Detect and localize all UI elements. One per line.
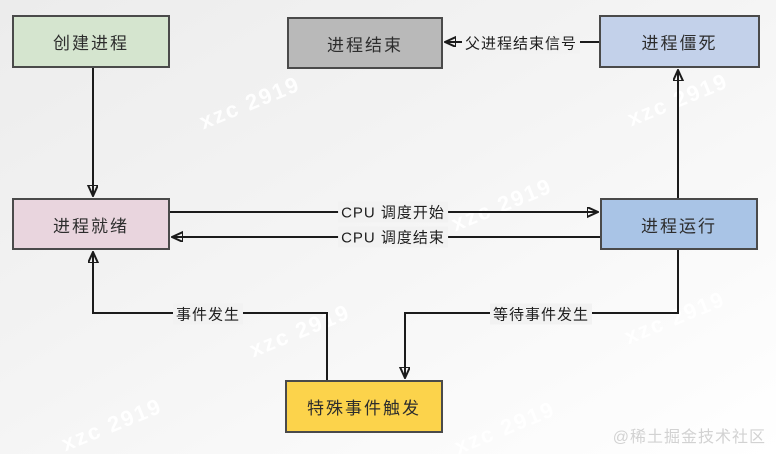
- node-special-event-trigger: 特殊事件触发: [285, 380, 443, 433]
- node-process-ready-label: 进程就绪: [53, 216, 129, 236]
- edge-label-wait-for-event: 等待事件发生: [489, 303, 593, 325]
- node-process-zombie-label: 进程僵死: [641, 34, 718, 53]
- edge-label-cpu-schedule-start: CPU 调度开始: [338, 201, 448, 223]
- node-special-event-trigger-label: 特殊事件触发: [307, 399, 421, 418]
- edge-label-event-occurs: 事件发生: [172, 303, 244, 325]
- edge-label-parent-end-signal: 父进程结束信号: [461, 32, 581, 54]
- node-process-running: 进程运行: [600, 198, 758, 250]
- edge-label-cpu-schedule-end: CPU 调度结束: [338, 226, 448, 248]
- node-process-end-label: 进程结束: [327, 35, 403, 55]
- community-credit: @稀土掘金技术社区: [612, 429, 766, 446]
- node-process-running-label: 进程运行: [641, 216, 717, 236]
- node-process-zombie: 进程僵死: [599, 15, 760, 68]
- node-create-process-label: 创建进程: [53, 34, 129, 53]
- node-process-end: 进程结束: [287, 17, 443, 69]
- node-create-process: 创建进程: [12, 15, 170, 68]
- node-process-ready: 进程就绪: [12, 198, 170, 250]
